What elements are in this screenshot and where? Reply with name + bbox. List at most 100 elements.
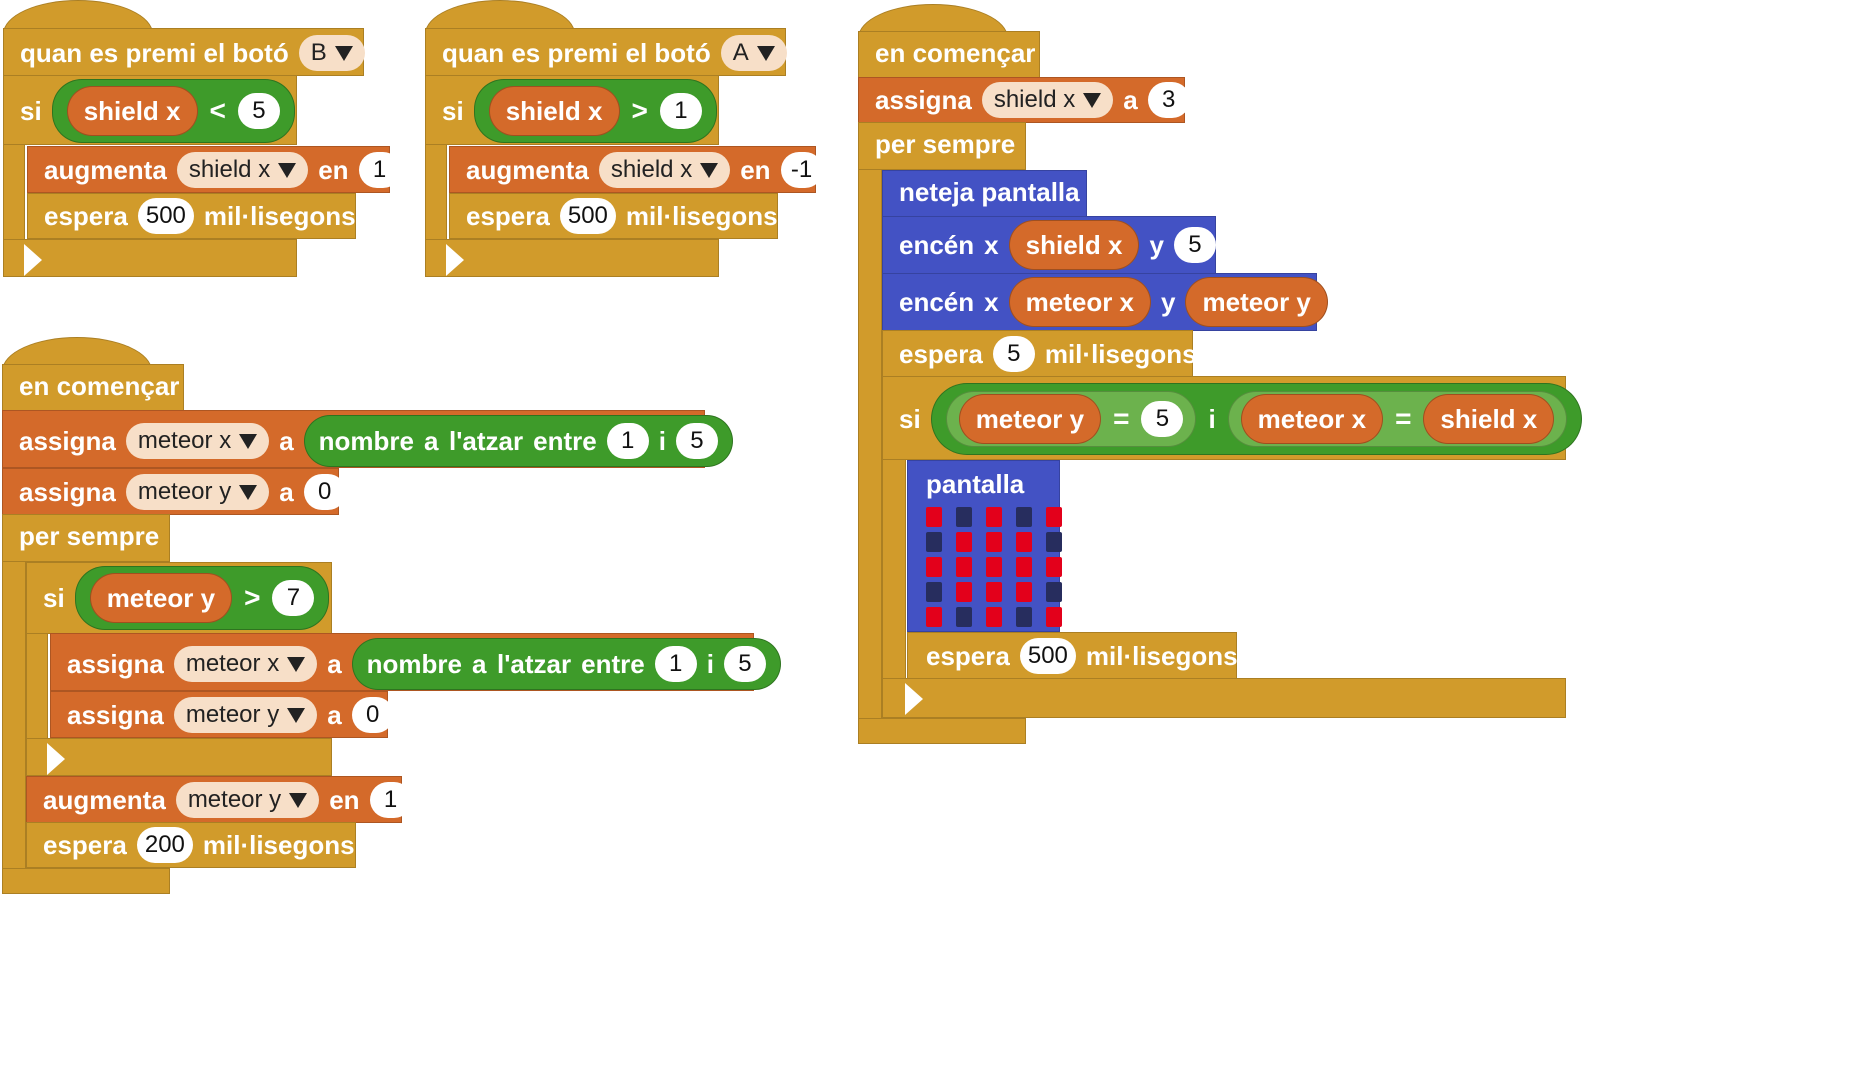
button-dropdown[interactable]: B	[298, 35, 365, 71]
button-dropdown[interactable]: A	[720, 35, 787, 71]
when-button-pressed-block[interactable]: quan es premi el botó B	[3, 28, 365, 76]
led-matrix[interactable]	[926, 507, 1062, 627]
led-cell[interactable]	[986, 532, 1002, 552]
number-input[interactable]: 1	[369, 782, 412, 818]
variable-reporter[interactable]: shield x	[1008, 220, 1140, 270]
led-cell[interactable]	[956, 582, 972, 602]
led-cell[interactable]	[956, 607, 972, 627]
if-block[interactable]: si shield x < 5	[3, 75, 297, 145]
variable-dropdown[interactable]: meteor x	[125, 423, 270, 459]
on-start-block[interactable]: en començar	[858, 31, 1040, 78]
plot-block[interactable]: encén x meteor x y meteor y	[882, 273, 1328, 331]
number-input[interactable]: 1	[654, 646, 697, 682]
number-input[interactable]: 1	[358, 152, 401, 188]
when-button-pressed-block[interactable]: quan es premi el botó A	[425, 28, 787, 76]
random-number-reporter[interactable]: nombre a l'atzar entre 1 i 5	[351, 638, 781, 690]
variable-reporter[interactable]: meteor y	[89, 573, 233, 623]
change-variable-block[interactable]: augmenta meteor y en 1	[26, 776, 412, 823]
led-cell[interactable]	[956, 507, 972, 527]
number-input[interactable]: 5	[675, 423, 718, 459]
variable-reporter[interactable]: meteor x	[1008, 277, 1152, 327]
led-cell[interactable]	[986, 582, 1002, 602]
led-cell[interactable]	[1016, 507, 1032, 527]
change-variable-block[interactable]: augmenta shield x en -1	[449, 146, 823, 193]
variable-dropdown[interactable]: shield x	[981, 82, 1114, 118]
if-block[interactable]: si meteor y > 7	[26, 562, 332, 634]
variable-dropdown[interactable]: meteor x	[173, 646, 318, 682]
pause-block[interactable]: espera 500 mil·lisegons	[27, 193, 356, 239]
pause-block[interactable]: espera 200 mil·lisegons	[26, 822, 356, 868]
led-cell[interactable]	[1046, 532, 1062, 552]
pause-block[interactable]: espera 500 mil·lisegons	[449, 193, 778, 239]
variable-dropdown[interactable]: shield x	[176, 152, 309, 188]
number-input[interactable]: 500	[559, 198, 616, 234]
led-cell[interactable]	[1046, 607, 1062, 627]
compare-condition[interactable]: meteor y = 5	[945, 391, 1197, 447]
led-cell[interactable]	[986, 507, 1002, 527]
number-input[interactable]: 5	[992, 336, 1035, 372]
number-input[interactable]: 7	[272, 580, 315, 616]
if-block[interactable]: si shield x > 1	[425, 75, 719, 145]
show-leds-block[interactable]: pantalla	[907, 460, 1062, 632]
variable-reporter[interactable]: shield x	[488, 86, 620, 136]
change-variable-block[interactable]: augmenta shield x en 1	[27, 146, 401, 193]
variable-reporter[interactable]: meteor y	[958, 394, 1102, 444]
number-input[interactable]: 200	[136, 827, 193, 863]
random-number-reporter[interactable]: nombre a l'atzar entre 1 i 5	[303, 415, 733, 467]
number-input[interactable]: 1	[659, 93, 702, 129]
number-input[interactable]: 500	[137, 198, 194, 234]
set-variable-block[interactable]: assigna meteor y a 0	[50, 691, 394, 738]
if-block[interactable]: si meteor y = 5 i meteor x = shield x	[882, 376, 1583, 460]
led-cell[interactable]	[926, 607, 942, 627]
plot-block[interactable]: encén x shield x y 5	[882, 216, 1216, 274]
led-cell[interactable]	[926, 557, 942, 577]
led-cell[interactable]	[1046, 557, 1062, 577]
led-cell[interactable]	[956, 557, 972, 577]
led-cell[interactable]	[956, 532, 972, 552]
and-condition[interactable]: meteor y = 5 i meteor x = shield x	[930, 383, 1583, 455]
compare-condition[interactable]: meteor x = shield x	[1227, 391, 1568, 447]
led-cell[interactable]	[926, 582, 942, 602]
forever-block[interactable]: per sempre	[858, 122, 1026, 170]
number-input[interactable]: 0	[351, 697, 394, 733]
forever-block[interactable]: per sempre	[2, 514, 170, 562]
led-cell[interactable]	[926, 532, 942, 552]
pause-block[interactable]: espera 500 mil·lisegons	[907, 632, 1238, 679]
set-variable-block[interactable]: assigna meteor x a nombre a l'atzar entr…	[2, 410, 733, 468]
compare-condition[interactable]: meteor y > 7	[74, 566, 330, 630]
variable-dropdown[interactable]: meteor y	[125, 474, 270, 510]
variable-reporter[interactable]: meteor y	[1185, 277, 1328, 327]
number-input[interactable]: 1	[606, 423, 649, 459]
led-cell[interactable]	[986, 607, 1002, 627]
set-variable-block[interactable]: assigna shield x a 3	[858, 77, 1190, 123]
led-cell[interactable]	[1016, 557, 1032, 577]
led-cell[interactable]	[1046, 582, 1062, 602]
number-input[interactable]: 5	[723, 646, 766, 682]
variable-reporter[interactable]: shield x	[66, 86, 198, 136]
on-start-block[interactable]: en començar	[2, 364, 184, 411]
led-cell[interactable]	[1016, 607, 1032, 627]
led-cell[interactable]	[926, 507, 942, 527]
led-cell[interactable]	[1046, 507, 1062, 527]
variable-dropdown[interactable]: shield x	[598, 152, 731, 188]
variable-dropdown[interactable]: meteor y	[175, 782, 320, 818]
number-input[interactable]: -1	[780, 152, 823, 188]
variable-dropdown[interactable]: meteor y	[173, 697, 318, 733]
variable-reporter[interactable]: shield x	[1423, 394, 1555, 444]
number-input[interactable]: 500	[1019, 638, 1076, 674]
variable-reporter[interactable]: meteor x	[1240, 394, 1384, 444]
led-cell[interactable]	[986, 557, 1002, 577]
number-input[interactable]: 5	[1141, 401, 1184, 437]
compare-condition[interactable]: shield x < 5	[51, 79, 295, 143]
set-variable-block[interactable]: assigna meteor x a nombre a l'atzar entr…	[50, 633, 781, 691]
clear-screen-block[interactable]: neteja pantalla	[882, 170, 1087, 217]
number-input[interactable]: 0	[303, 474, 346, 510]
number-input[interactable]: 5	[237, 93, 280, 129]
set-variable-block[interactable]: assigna meteor y a 0	[2, 468, 346, 515]
compare-condition[interactable]: shield x > 1	[473, 79, 717, 143]
number-input[interactable]: 3	[1147, 82, 1190, 118]
number-input[interactable]: 5	[1173, 227, 1216, 263]
led-cell[interactable]	[1016, 532, 1032, 552]
led-cell[interactable]	[1016, 582, 1032, 602]
pause-block[interactable]: espera 5 mil·lisegons	[882, 330, 1197, 377]
